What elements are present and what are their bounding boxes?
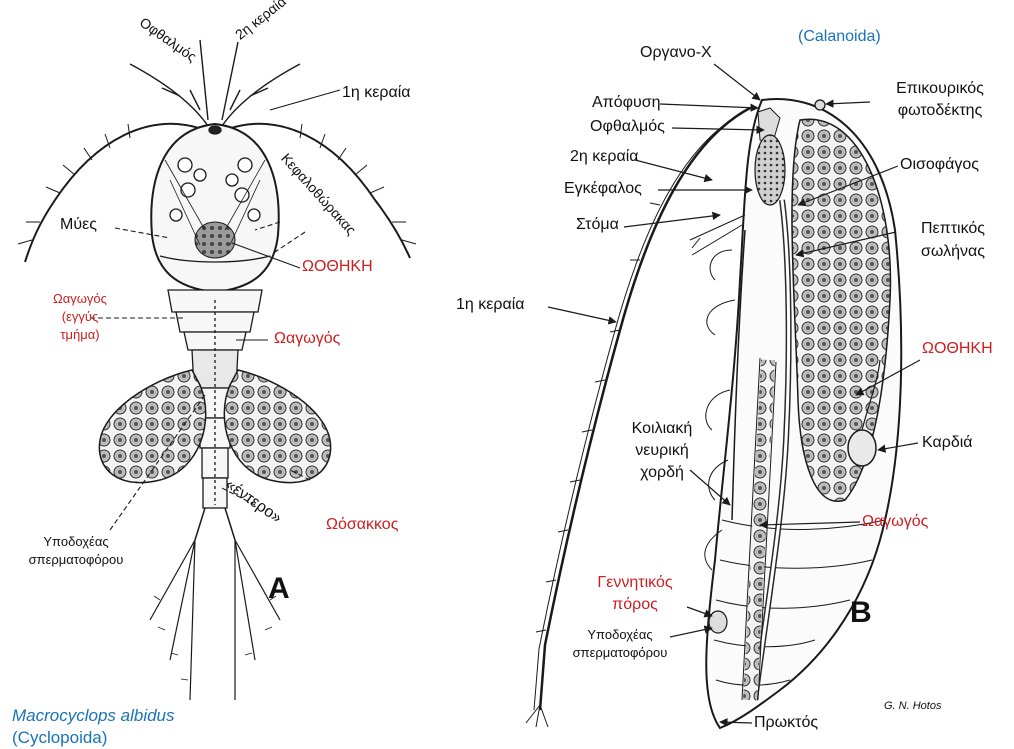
label-b-process: Απόφυση [592,94,661,112]
label-b-brain: Εγκέφαλος [564,180,642,198]
label-b-photo-2: φωτοδέκτης [870,102,1010,120]
label-b-eye: Οφθαλμός [590,118,665,136]
label-a-receptacle-2: σπερματοφόρου [6,553,146,568]
label-a-oviduct-near-3: τμήμα) [40,328,120,343]
label-b-nerve-3: χορδή [612,464,712,482]
label-a-antenna1: 1η κεραία [342,84,411,102]
label-a-ovary: ΩΟΘΗΚΗ [302,258,373,276]
label-b-genital-1: Γεννητικός [580,574,690,592]
label-b-esophagus: Οισοφάγος [900,156,979,174]
label-a-receptacle-1: Υποδοχέας [6,535,146,550]
label-a-oviduct-near-1: Ωαγωγός [40,292,120,307]
label-b-oviduct: Ωαγωγός [862,513,928,531]
cyclopoid-drawing [18,40,416,700]
panel-a-order: (Cyclopoida) [12,728,107,748]
label-b-antenna2: 2η κεραία [570,148,639,166]
label-b-photo-1: Επικουρικός [870,80,1010,98]
label-b-ovary: ΩΟΘΗΚΗ [922,340,993,358]
label-b-genital-2: πόρος [580,596,690,614]
label-a-oviduct: Ωαγωγός [274,330,340,348]
label-b-heart: Καρδιά [922,434,973,452]
label-b-nerve-2: νευρική [612,442,712,460]
label-b-nerve-1: Κοιλιακή [612,420,712,438]
label-b-receptacle-1: Υποδοχέας [560,628,680,643]
panel-a-letter: A [268,572,290,607]
label-b-anus: Πρωκτός [754,714,818,732]
label-a-egg-sac: Ωόσακκος [326,516,398,534]
panel-a-species: Macrocyclops albidus [12,706,175,726]
label-b-gut-2: σωλήνας [898,243,1008,261]
panel-b-order: (Calanoida) [798,28,881,46]
label-b-gut-1: Πεπτικός [898,220,1008,238]
label-b-antenna1: 1η κεραία [456,296,525,314]
label-b-receptacle-2: σπερματοφόρου [552,646,688,661]
label-b-mouth: Στόμα [576,216,619,234]
panel-b-credit: G. N. Hotos [884,700,941,713]
label-a-oviduct-near-2: (εγγύς [40,310,120,325]
panel-b-letter: B [850,596,872,631]
label-b-organ-x: Οργανο-Χ [640,44,712,62]
label-a-muscles: Μύες [60,216,97,234]
